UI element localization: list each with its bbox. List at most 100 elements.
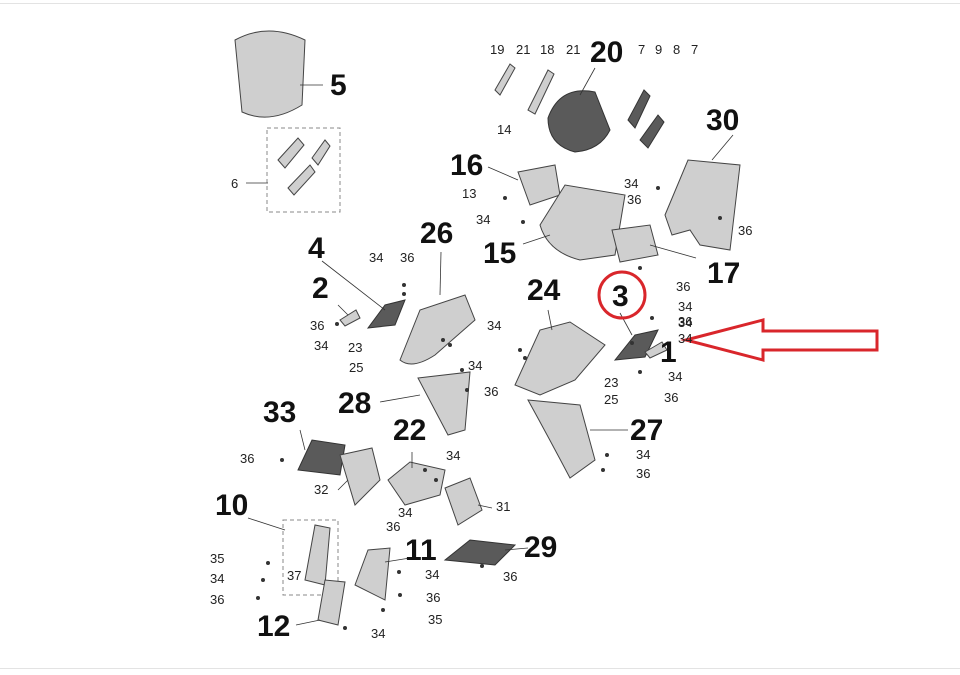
callout-28: 28: [338, 387, 371, 420]
part-dash-cover: [547, 90, 611, 153]
callout-23b: 23: [604, 375, 618, 390]
callout-11: 11: [405, 534, 437, 567]
part-right-upper-panel: [514, 321, 606, 396]
callout-26: 26: [420, 217, 453, 250]
callout-36h: 36: [636, 466, 650, 481]
callout-5: 5: [330, 69, 347, 102]
callout-34n: 34: [371, 626, 385, 641]
callout-36b: 36: [310, 318, 324, 333]
highlight-circle: [597, 270, 647, 320]
callout-34o: 34: [678, 315, 692, 330]
callout-10: 10: [215, 489, 248, 522]
callout-35b: 35: [428, 612, 442, 627]
callout-34d: 34: [468, 358, 482, 373]
part-center-lower: [387, 461, 446, 506]
callout-25a: 25: [349, 360, 363, 375]
part-strip-right: [527, 69, 555, 115]
callout-36d: 36: [627, 192, 641, 207]
top-rule: [0, 3, 960, 4]
part-left-vent: [297, 439, 346, 476]
part-lower-floor: [317, 579, 346, 626]
fastener-markers: [256, 186, 722, 630]
callout-22: 22: [393, 414, 426, 447]
part-front-frame: [539, 184, 626, 261]
part-left-lower-panel: [417, 371, 471, 436]
callout-17: 17: [707, 257, 740, 290]
callout-20: 20: [590, 36, 623, 69]
callout-36f: 36: [676, 279, 690, 294]
callout-36i: 36: [240, 451, 254, 466]
part-brackets: [277, 137, 331, 196]
part-left-inner-panel: [339, 447, 381, 506]
highlight-arrow: [680, 318, 879, 362]
callout-labels: 1 2 3 4 5 6 7 7 8 9 10 11 12 13 14 15 16…: [210, 36, 752, 643]
callout-34e: 34: [624, 176, 638, 191]
callout-18: 18: [540, 42, 554, 57]
callout-34k: 34: [398, 505, 412, 520]
part-bracket-kit-box: [266, 127, 341, 213]
callout-34c: 34: [487, 318, 501, 333]
callout-36c: 36: [484, 384, 498, 399]
callout-36k: 36: [503, 569, 517, 584]
callout-34a: 34: [369, 250, 383, 265]
callout-6: 6: [231, 176, 238, 191]
callout-34m: 34: [425, 567, 439, 582]
callout-30: 30: [706, 104, 739, 137]
callout-14: 14: [497, 122, 511, 137]
part-lower-grille: [611, 224, 659, 263]
callout-25b: 25: [604, 392, 618, 407]
part-left-lens: [339, 309, 361, 327]
part-right-lower-panel: [527, 399, 596, 479]
callout-34g: 34: [678, 299, 692, 314]
callout-13: 13: [462, 186, 476, 201]
part-left-upper-panel: [399, 294, 476, 365]
callout-21a: 21: [516, 42, 530, 57]
callout-36j: 36: [386, 519, 400, 534]
callout-32: 32: [314, 482, 328, 497]
callout-31: 31: [496, 499, 510, 514]
callout-7a: 7: [638, 42, 645, 57]
callout-2: 2: [312, 272, 329, 305]
part-left-bracket-box: [282, 519, 339, 596]
callout-33: 33: [263, 396, 296, 429]
part-left-insert: [366, 299, 406, 329]
callout-4: 4: [308, 232, 325, 265]
part-center-floor: [354, 547, 391, 601]
callout-9: 9: [655, 42, 662, 57]
callout-8: 8: [673, 42, 680, 57]
callout-34j: 34: [446, 448, 460, 463]
part-strip-left: [494, 63, 516, 96]
callout-34f: 34: [476, 212, 490, 227]
callout-34i: 34: [636, 447, 650, 462]
callout-7b: 7: [691, 42, 698, 57]
part-inner-frame: [664, 159, 741, 251]
callout-15: 15: [483, 237, 516, 270]
callout-36m: 36: [426, 590, 440, 605]
callout-34p: 34: [678, 331, 692, 346]
callout-34h: 34: [668, 369, 682, 384]
callout-36e: 36: [738, 223, 752, 238]
callout-1: 1: [660, 336, 677, 369]
part-windshield: [234, 30, 306, 118]
callout-12: 12: [257, 610, 290, 643]
part-right-inner-panel: [444, 477, 483, 526]
callout-21b: 21: [566, 42, 580, 57]
callout-27: 27: [630, 414, 663, 447]
callout-29: 29: [524, 531, 557, 564]
part-right-insert: [613, 329, 659, 361]
callout-3: 3: [612, 280, 629, 313]
callout-36l: 36: [210, 592, 224, 607]
part-right-bracket: [627, 89, 665, 149]
callout-34l: 34: [210, 571, 224, 586]
callout-34b: 34: [314, 338, 328, 353]
callout-37: 37: [287, 568, 301, 583]
callout-36g: 36: [664, 390, 678, 405]
callout-35a: 35: [210, 551, 224, 566]
callout-36n: 36: [678, 314, 692, 329]
part-top-grille: [517, 164, 561, 206]
callout-19: 19: [490, 42, 504, 57]
callout-36a: 36: [400, 250, 414, 265]
part-left-floor: [304, 524, 331, 586]
